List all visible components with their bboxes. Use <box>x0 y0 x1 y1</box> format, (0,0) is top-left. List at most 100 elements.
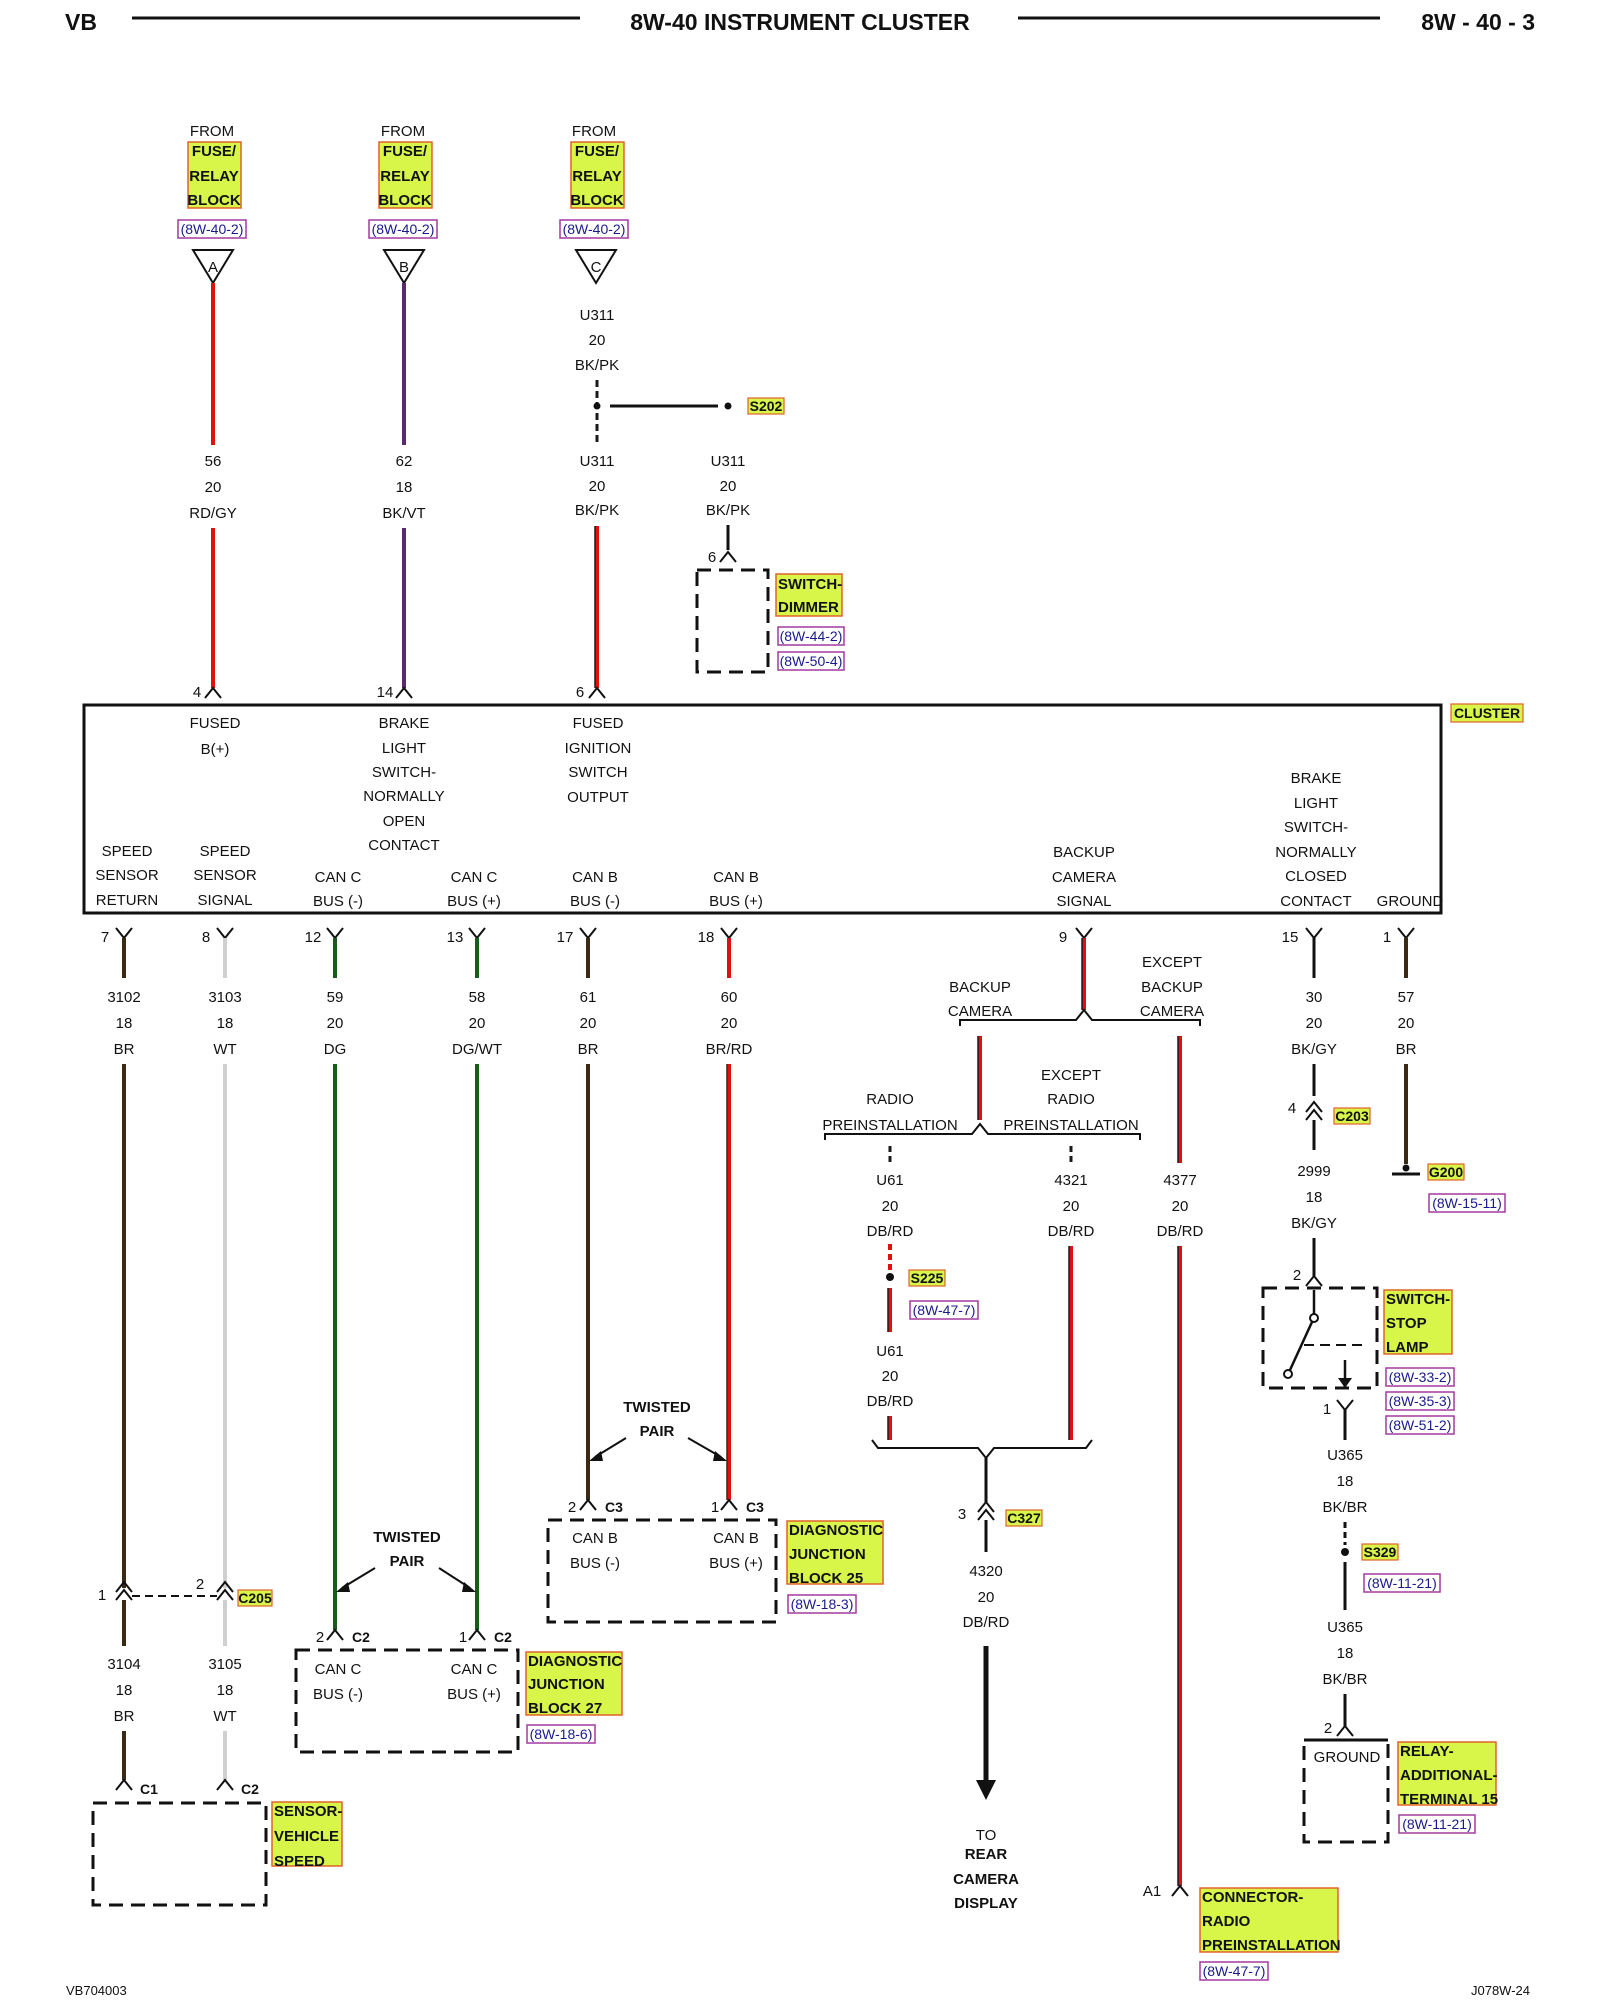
source-name-line: FUSE/ <box>575 143 620 160</box>
pin-function-label: BRAKE <box>379 715 430 732</box>
connector-id: C2 <box>241 1781 259 1797</box>
branch-label: CAMERA <box>948 1003 1012 1020</box>
wire-circuit: 62 <box>396 453 413 470</box>
wire-color: DB/RD <box>963 1614 1010 1631</box>
pin-label: A <box>208 259 218 276</box>
terminal-label: GROUND <box>1314 1749 1381 1766</box>
pin-number: A1 <box>1143 1883 1161 1900</box>
page-reference-link[interactable]: (8W-35-3) <box>1389 1393 1452 1409</box>
wire-circuit: 57 <box>1398 989 1415 1006</box>
page-reference-link[interactable]: (8W-11-21) <box>1367 1575 1437 1591</box>
wire-3102: 3102 18 BR <box>107 938 141 1646</box>
page-reference-link[interactable]: (8W-40-2) <box>372 221 435 237</box>
pin-number: 1 <box>98 1587 106 1604</box>
destination-label: CAMERA <box>953 1871 1019 1888</box>
wire-circuit: 60 <box>721 989 738 1006</box>
page-reference-link[interactable]: (8W-50-4) <box>780 653 843 669</box>
pin-number: 1 <box>1323 1401 1331 1418</box>
page-reference-link[interactable]: (8W-40-2) <box>181 221 244 237</box>
pin-function-label: CAN B <box>713 869 759 886</box>
pin-number: 12 <box>305 929 322 946</box>
wire-color: BK/PK <box>575 357 619 374</box>
component-name-line: ADDITIONAL- <box>1400 1767 1498 1784</box>
component-name-line: RADIO <box>1202 1913 1251 1930</box>
relay-additional-terminal-15: 2 GROUND RELAY- ADDITIONAL- TERMINAL 15 … <box>1302 1720 1498 1844</box>
connector-label-c327: C327 <box>1007 1510 1041 1526</box>
wire-circuit: 58 <box>469 989 486 1006</box>
header-left: VB <box>65 9 97 35</box>
pin-number: 15 <box>1282 929 1299 946</box>
diagnostic-junction-block-25: 2 C3 1 C3 CAN B BUS (-) CAN B BUS (+) DI… <box>546 1498 884 1624</box>
connector-id: C2 <box>352 1629 370 1645</box>
pin-function-label: BUS (-) <box>570 893 620 910</box>
branch-label: BACKUP <box>949 979 1011 996</box>
wire-58: 58 20 DG/WT <box>452 938 502 1630</box>
component-name-line: TERMINAL 15 <box>1400 1791 1498 1808</box>
page-reference-link[interactable]: (8W-18-6) <box>530 1726 593 1742</box>
branch-label: RADIO <box>1047 1091 1095 1108</box>
pin-function-label: LIGHT <box>1294 795 1338 812</box>
page-reference-link[interactable]: (8W-47-7) <box>913 1302 976 1318</box>
splice-dot <box>593 402 601 410</box>
branch-label: EXCEPT <box>1142 954 1202 971</box>
pin-function-label: SPEED <box>102 843 153 860</box>
twisted-pair-can-b: TWISTED PAIR <box>589 1399 727 1461</box>
twisted-pair-can-c: TWISTED PAIR <box>336 1529 476 1592</box>
wire-gauge: 20 <box>882 1198 899 1215</box>
wire-gauge: 20 <box>205 479 222 496</box>
wire-gauge: 18 <box>217 1682 234 1699</box>
pin-number: 4 <box>1288 1100 1296 1117</box>
rear-camera-display: TO REAR CAMERA DISPLAY <box>953 1827 1019 1912</box>
header-right: 8W - 40 - 3 <box>1421 9 1535 35</box>
page-reference-link[interactable]: (8W-15-11) <box>1432 1195 1502 1211</box>
pin-function-label: BUS (+) <box>447 893 501 910</box>
pin-function-label: LIGHT <box>382 740 426 757</box>
source-name-line: FUSE/ <box>383 143 428 160</box>
wire-gauge: 20 <box>1306 1015 1323 1032</box>
twisted-pair-label: TWISTED <box>373 1529 441 1546</box>
page-reference-link[interactable]: (8W-11-21) <box>1402 1816 1472 1832</box>
branch-label: EXCEPT <box>1041 1067 1101 1084</box>
component-name-line: DIMMER <box>778 599 839 616</box>
page-reference-link[interactable]: (8W-18-3) <box>791 1596 854 1612</box>
terminal-label: BUS (+) <box>709 1555 763 1572</box>
component-name-line: CONNECTOR- <box>1202 1889 1303 1906</box>
wire-gauge: 20 <box>327 1015 344 1032</box>
wire-3104-3105: 3104 18 BR 3105 18 WT <box>107 1656 242 1780</box>
pin-number: 17 <box>557 929 574 946</box>
cluster-module: CLUSTER 4 14 6 FUSED B(+) BRAKE LIGHT SW… <box>82 684 1524 946</box>
cluster-label: CLUSTER <box>1454 705 1520 721</box>
pin-number: 13 <box>447 929 464 946</box>
destination-label: DISPLAY <box>954 1895 1018 1912</box>
page-reference-link[interactable]: (8W-47-7) <box>1203 1963 1266 1979</box>
terminal-label: BUS (-) <box>570 1555 620 1572</box>
wire-circuit: 3103 <box>208 989 241 1006</box>
wire-circuit: 59 <box>327 989 344 1006</box>
wire-59: 59 20 DG <box>324 938 347 1630</box>
sensor-vehicle-speed: C1 C2 SENSOR- VEHICLE SPEED <box>91 1778 343 1907</box>
pin-function-label: BUS (+) <box>709 893 763 910</box>
terminal-label: CAN C <box>315 1661 362 1678</box>
component-name-line: VEHICLE <box>274 1828 339 1845</box>
wire-color: BK/GY <box>1291 1215 1337 1232</box>
page-reference-link[interactable]: (8W-51-2) <box>1389 1417 1452 1433</box>
page-reference-link[interactable]: (8W-44-2) <box>780 628 843 644</box>
wire-circuit: 3104 <box>107 1656 140 1673</box>
wire-gauge: 20 <box>589 332 606 349</box>
footer-right: J078W-24 <box>1471 1983 1530 1998</box>
pin-number: 18 <box>698 929 715 946</box>
wire-circuit: U61 <box>876 1172 904 1189</box>
wire-color: DG/WT <box>452 1041 502 1058</box>
pin-number: 6 <box>576 684 584 701</box>
page-reference-link[interactable]: (8W-40-2) <box>563 221 626 237</box>
wire-gauge: 18 <box>396 479 413 496</box>
ground-g200: G200 (8W-15-11) <box>1392 1163 1506 1213</box>
pin-function-label: FUSED <box>573 715 624 732</box>
pin-function-label: SPEED <box>200 843 251 860</box>
page-reference-link[interactable]: (8W-33-2) <box>1389 1369 1452 1385</box>
wire-3103: 3103 18 WT <box>208 938 242 1646</box>
connector-id: C2 <box>494 1629 512 1645</box>
wire-color: DG <box>324 1041 347 1058</box>
source-name-line: FUSE/ <box>192 143 237 160</box>
branch-label: PREINSTALLATION <box>1003 1117 1138 1134</box>
